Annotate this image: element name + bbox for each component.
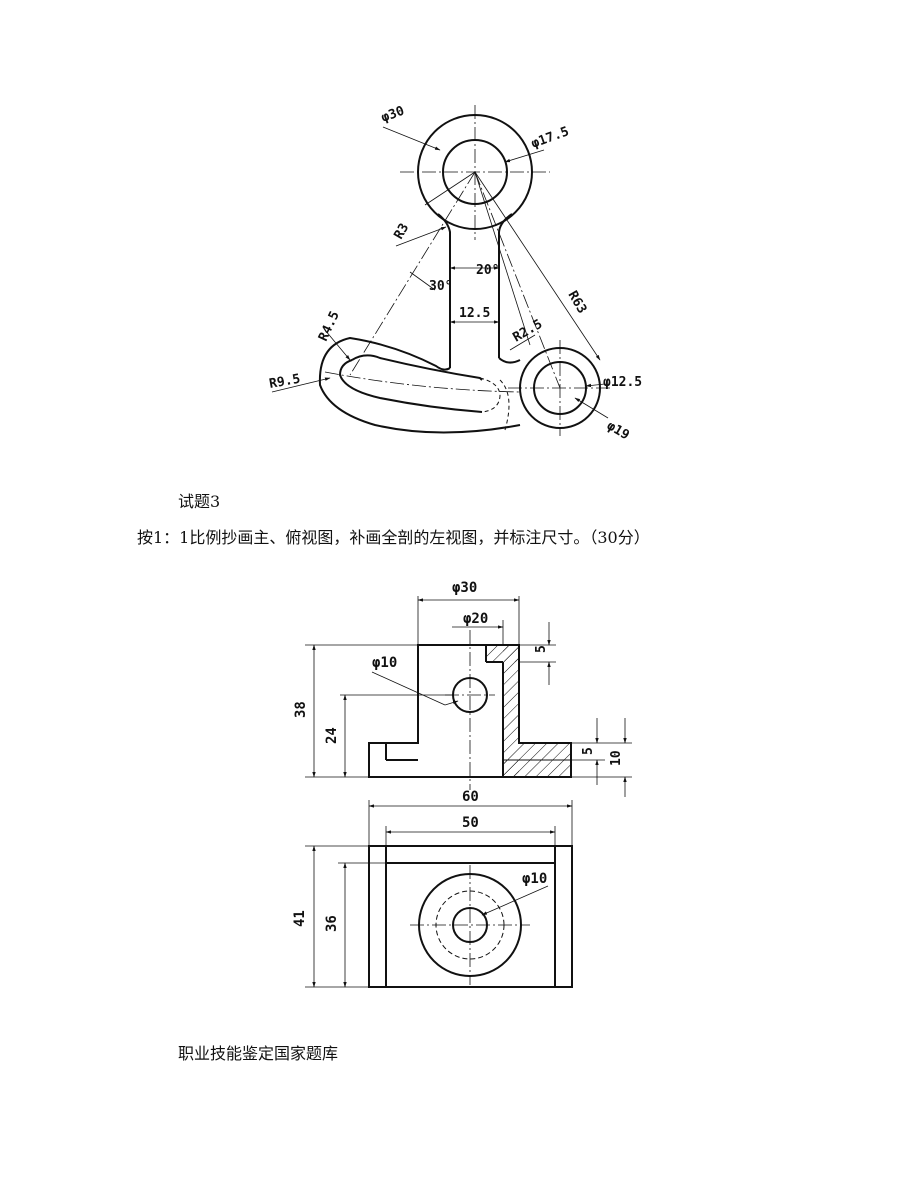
lever-slot (338, 354, 483, 413)
lever-drawing (271, 105, 612, 436)
dim-angle-30: 30° (429, 279, 452, 294)
dim-front-24: 24 (324, 727, 340, 744)
dim-d19: φ19 (604, 418, 632, 443)
dim-r4-5: R4.5 (316, 309, 343, 344)
dim-r2-5: R2.5 (511, 317, 546, 346)
dim-12-5: 12.5 (459, 306, 490, 321)
lever-stem-right-edge (498, 213, 513, 358)
top-view-dimensions: 60 50 41 36 φ10 (292, 789, 547, 932)
dim-front-d30: φ30 (452, 580, 477, 596)
dim-front-d20: φ20 (463, 611, 488, 627)
top-view (305, 800, 573, 988)
dim-top-36: 36 (324, 915, 340, 932)
footer-title: 职业技能鉴定国家题库 (178, 1044, 339, 1063)
dim-d12-5: φ12.5 (603, 375, 642, 390)
dim-angle-20: 20° (476, 263, 499, 278)
dim-front-5-base: 5 (581, 747, 596, 755)
dim-front-d10: φ10 (372, 655, 397, 671)
question-label: 试题3 (178, 492, 221, 511)
dim-r9-5: R9.5 (268, 372, 301, 392)
dim-front-5-top: 5 (534, 645, 549, 653)
dim-d30: φ30 (379, 104, 406, 126)
instruction-text: 按1：1比例抄画主、俯视图，补画全剖的左视图，并标注尺寸。（30分） (137, 528, 650, 547)
top-view-outline (368, 845, 573, 988)
dim-d17-5: φ17.5 (529, 124, 571, 151)
front-view (305, 596, 632, 797)
dim-front-38: 38 (293, 701, 309, 718)
dim-top-d10: φ10 (522, 871, 547, 887)
dim-top-41: 41 (292, 910, 308, 927)
dim-top-60: 60 (462, 789, 479, 805)
front-view-dimensions: φ30 φ20 φ10 5 38 24 5 10 (293, 580, 624, 766)
lever-stem-left-edge (437, 213, 451, 368)
dim-front-10: 10 (609, 750, 624, 766)
lever-arm-outer (318, 336, 521, 434)
dim-top-50: 50 (462, 815, 479, 831)
dim-r3: R3 (391, 221, 412, 242)
